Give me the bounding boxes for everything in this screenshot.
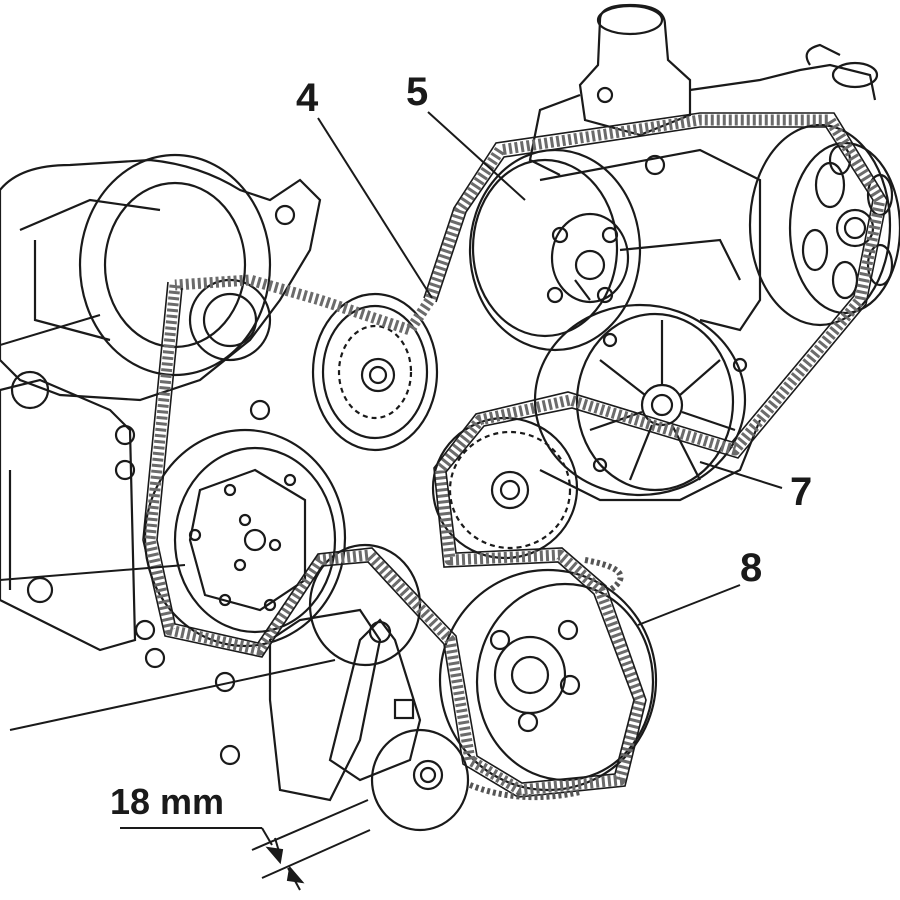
- leader-left-2: [0, 564, 186, 581]
- pulley-upper-right: [748, 123, 900, 327]
- alternator-pulley: [78, 153, 272, 377]
- dimension-label: 18 mm: [110, 781, 225, 822]
- pulley-8: [438, 568, 658, 792]
- callout-5: 5: [406, 70, 429, 114]
- callout-4: 4: [296, 76, 319, 120]
- pulley-5: [468, 148, 642, 352]
- belt-edges: [142, 112, 888, 798]
- leader-left-3: [9, 659, 336, 731]
- compressor-pulley: [143, 428, 347, 648]
- leader-4: [317, 117, 433, 299]
- tensioner-assembly: [308, 543, 470, 832]
- dimension-marker: [120, 799, 371, 891]
- leader-5: [427, 111, 526, 201]
- bolts: [114, 86, 666, 766]
- leader-8: [637, 584, 741, 626]
- reluctor-ring: [468, 557, 624, 801]
- idler-upper: [311, 292, 439, 452]
- leader-left-1: [0, 314, 101, 346]
- drive-belt: [144, 114, 886, 796]
- arrow-head-lower: [286, 865, 305, 884]
- arrow-head-upper: [265, 846, 284, 865]
- engine-housing: [0, 3, 879, 802]
- callout-8: 8: [740, 546, 763, 590]
- leader-7: [699, 461, 783, 489]
- callout-7: 7: [790, 470, 813, 514]
- leader-lines: [0, 111, 783, 731]
